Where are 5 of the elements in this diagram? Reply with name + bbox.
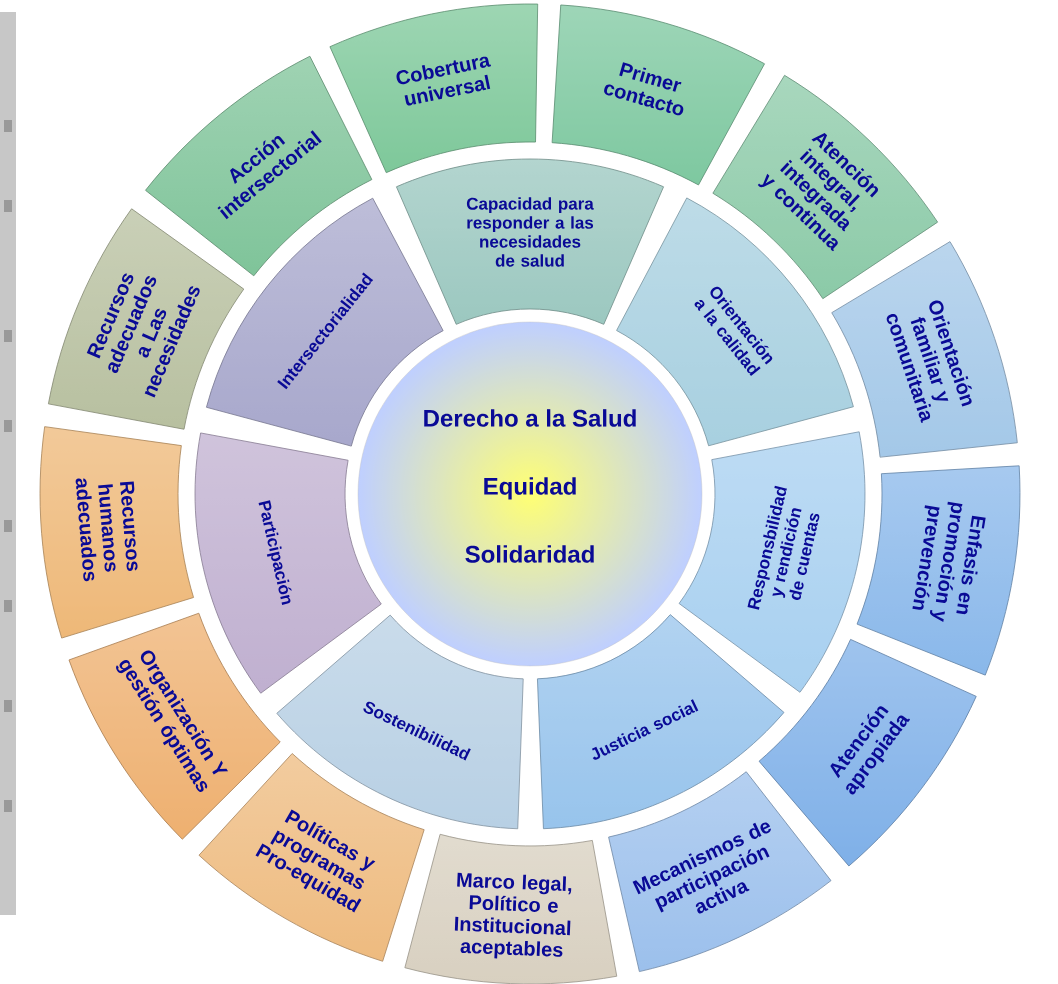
ring-segment: Capacidad para responder a las necesidades de salud [396,158,664,325]
ring-segment: Recursos humanos adecuados [39,426,194,639]
ring-segment: Enfasis en promoción y prevención [856,465,1021,676]
ring-segment: Marco legal, Político e Institucional aceptables [404,833,618,984]
ring-segment: Cobertura universal [329,3,539,174]
